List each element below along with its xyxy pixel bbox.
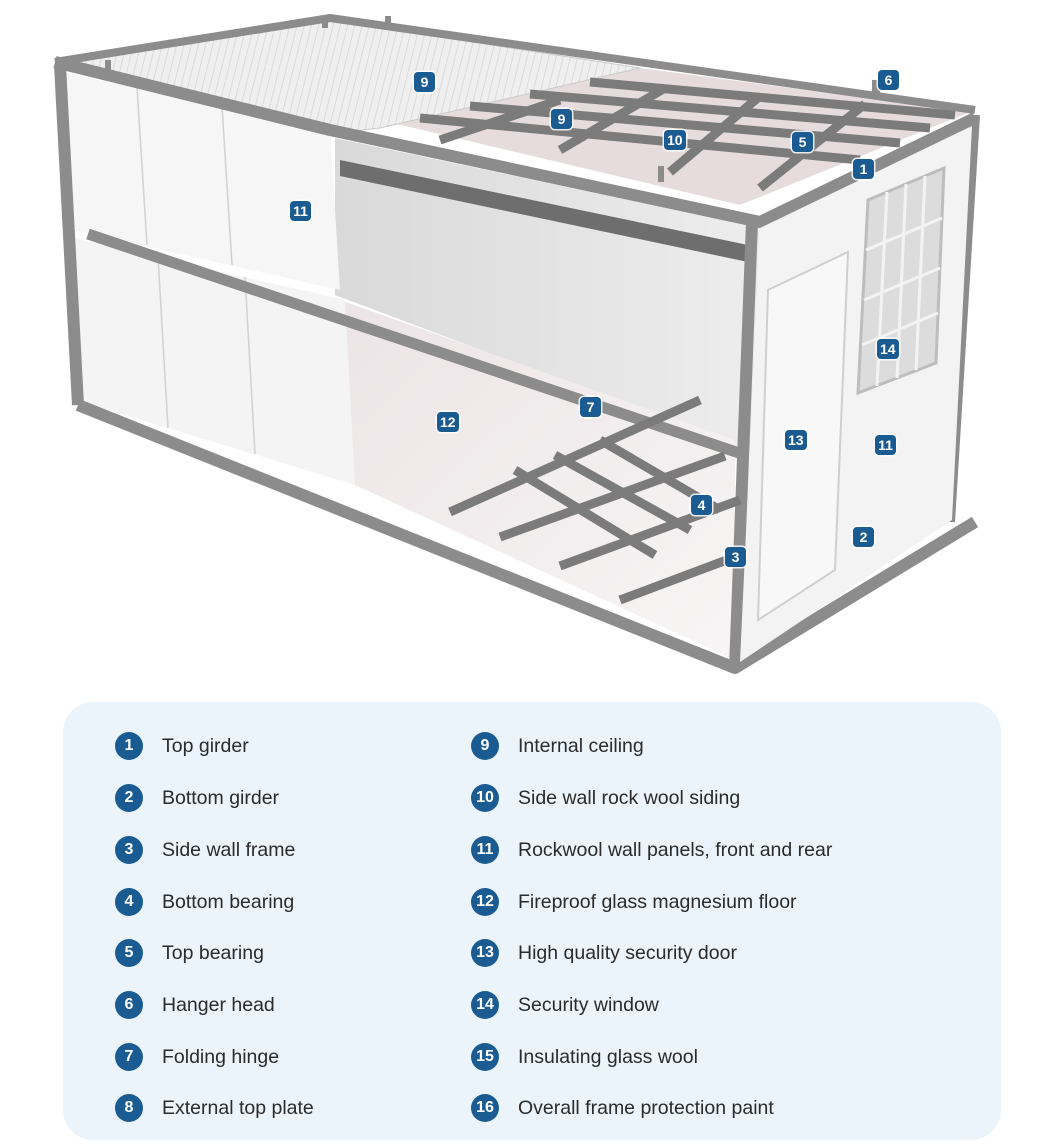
marker-9b: 10: [664, 130, 686, 150]
container-diagram: 9 6 9 10 5 1 11 14 7 12 13 11 4 2 3: [53, 14, 980, 674]
legend-item-6: 6 Hanger head: [115, 990, 275, 1020]
marker-1: 1: [853, 159, 874, 179]
legend-label: Folding hinge: [162, 1045, 280, 1068]
marker-2: 2: [853, 527, 874, 547]
legend-number: 16: [471, 1094, 499, 1122]
legend-label: Insulating glass wool: [518, 1045, 698, 1068]
legend-item-8: 8 External top plate: [115, 1093, 314, 1123]
legend-label: Bottom girder: [162, 786, 280, 809]
legend-item-13: 13 High quality security door: [471, 938, 737, 968]
legend-number: 9: [471, 732, 499, 760]
legend-label: External top plate: [162, 1096, 314, 1119]
marker-5: 5: [792, 132, 813, 152]
legend-number: 14: [471, 991, 499, 1019]
legend-panel: [63, 702, 1001, 1140]
marker-3: 3: [725, 547, 746, 567]
legend-number: 10: [471, 784, 499, 812]
legend-item-16: 16 Overall frame protection paint: [471, 1093, 774, 1123]
legend-item-2: 2 Bottom girder: [115, 783, 279, 813]
marker-14: 14: [877, 339, 899, 359]
hanger-heads: [105, 16, 880, 182]
legend-label: Top bearing: [162, 941, 264, 964]
legend-item-9: 9 Internal ceiling: [471, 731, 644, 761]
container-illustration: [53, 14, 980, 674]
legend-label: Security window: [518, 993, 659, 1016]
legend-number: 5: [115, 939, 143, 967]
marker-4: 4: [691, 495, 712, 515]
legend-item-7: 7 Folding hinge: [115, 1042, 279, 1072]
roof-joists: [419, 77, 956, 192]
marker-12: 12: [437, 412, 459, 432]
legend-item-14: 14 Security window: [471, 990, 659, 1020]
legend-number: 8: [115, 1094, 143, 1122]
marker-9a: 9: [551, 109, 572, 129]
legend-item-11: 11 Rockwool wall panels, front and rear: [471, 835, 832, 865]
legend-label: Hanger head: [162, 993, 275, 1016]
legend-number: 2: [115, 784, 143, 812]
legend-number: 12: [471, 888, 499, 916]
legend-label: Side wall rock wool siding: [518, 786, 741, 809]
legend-number: 7: [115, 1043, 143, 1071]
upper-interior-beam: [340, 160, 748, 262]
legend-item-5: 5 Top bearing: [115, 938, 264, 968]
legend-label: Fireproof glass magnesium floor: [518, 890, 797, 913]
legend-number: 15: [471, 1043, 499, 1071]
legend-label: Rockwool wall panels, front and rear: [518, 838, 833, 861]
marker-6: 6: [878, 70, 899, 90]
legend-item-12: 12 Fireproof glass magnesium floor: [471, 887, 797, 917]
legend-item-1: 1 Top girder: [115, 731, 249, 761]
legend-number: 6: [115, 991, 143, 1019]
main-frame: [53, 14, 980, 674]
external-top-plate: [60, 20, 640, 134]
floor-joists: [448, 395, 742, 605]
legend-label: High quality security door: [518, 941, 737, 964]
marker-10: 11: [290, 201, 311, 221]
interior-back-wall: [335, 138, 760, 455]
marker-13: 13: [785, 430, 807, 450]
legend-label: Overall frame protection paint: [518, 1096, 774, 1119]
marker-7: 7: [580, 397, 601, 417]
marker-11: 11: [875, 435, 896, 455]
legend-label: Top girder: [162, 734, 249, 757]
legend-number: 1: [115, 732, 143, 760]
legend-item-10: 10 Side wall rock wool siding: [471, 783, 740, 813]
side-wall-upper: [63, 72, 340, 290]
legend-number: 11: [471, 836, 499, 864]
marker-8: 9: [414, 72, 435, 92]
legend-item-15: 15 Insulating glass wool: [471, 1042, 698, 1072]
legend-number: 13: [471, 939, 499, 967]
legend-item-4: 4 Bottom bearing: [115, 887, 294, 917]
legend-label: Side wall frame: [162, 838, 296, 861]
legend-number: 3: [115, 836, 143, 864]
legend-label: Bottom bearing: [162, 890, 295, 913]
legend-label: Internal ceiling: [518, 734, 644, 757]
legend-item-3: 3 Side wall frame: [115, 835, 295, 865]
legend-number: 4: [115, 888, 143, 916]
